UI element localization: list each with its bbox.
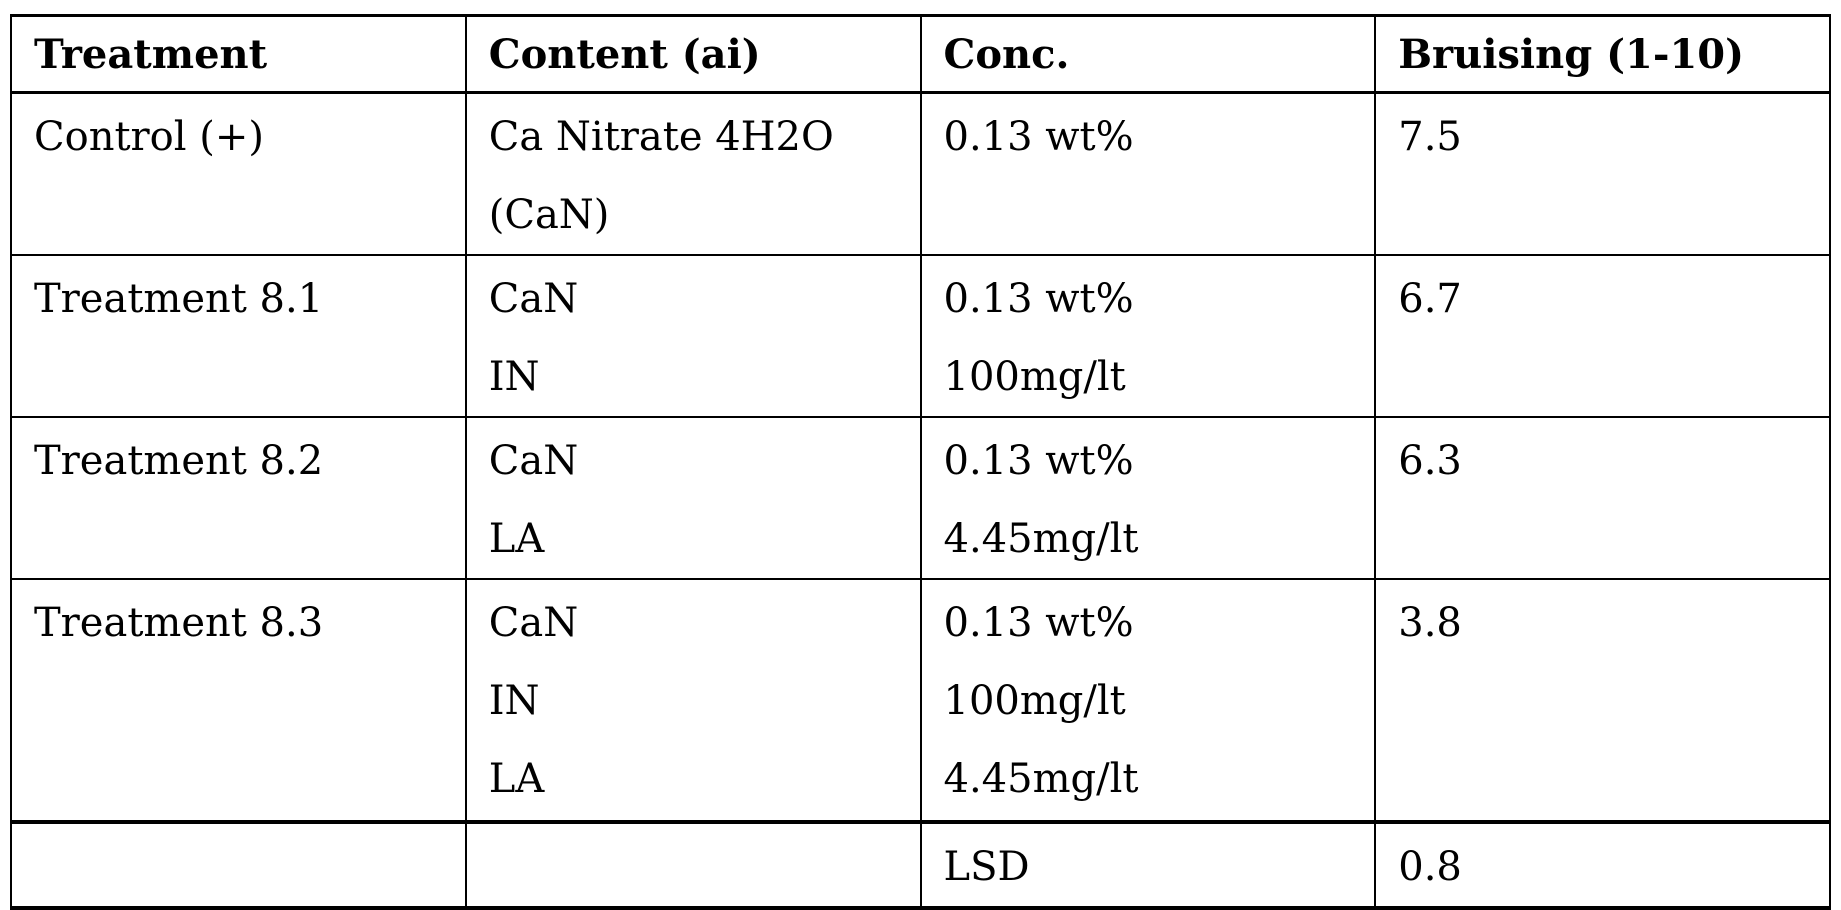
cell-conc: LSD: [919, 820, 1377, 910]
content-line: Ca Nitrate 4H2O: [488, 114, 834, 160]
cell-treatment: Treatment 8.2: [10, 416, 467, 580]
table-row: Treatment 8.3 CaN IN LA 0.13 wt% 100mg/l…: [10, 578, 1831, 823]
lsd-row: LSD 0.8: [10, 820, 1831, 910]
conc-line: 100mg/lt: [943, 354, 1126, 400]
header-content: Content (ai): [464, 14, 922, 94]
cell-bruising: 0.8: [1374, 820, 1831, 910]
cell-conc: 0.13 wt% 100mg/lt: [919, 254, 1377, 418]
content-line: CaN: [488, 276, 579, 322]
conc-line: 100mg/lt: [943, 678, 1126, 724]
table-row: Treatment 8.2 CaN LA 0.13 wt% 4.45mg/lt …: [10, 416, 1831, 580]
content-line: IN: [488, 678, 540, 724]
conc-line: 0.13 wt%: [943, 276, 1134, 322]
content-line: (CaN): [488, 192, 610, 238]
content-line: IN: [488, 354, 540, 400]
cell-content: CaN LA: [464, 416, 922, 580]
cell-treatment: [10, 820, 467, 910]
cell-conc: 0.13 wt% 100mg/lt 4.45mg/lt: [919, 578, 1377, 823]
header-treatment: Treatment: [10, 14, 467, 94]
cell-content: [464, 820, 922, 910]
cell-treatment: Treatment 8.3: [10, 578, 467, 823]
content-line: LA: [488, 516, 545, 562]
cell-conc: 0.13 wt% 4.45mg/lt: [919, 416, 1377, 580]
treatment-table: Treatment Content (ai) Conc. Bruising (1…: [10, 14, 1831, 910]
cell-content: Ca Nitrate 4H2O (CaN): [464, 91, 922, 256]
conc-line: 0.13 wt%: [943, 600, 1134, 646]
conc-line: 4.45mg/lt: [943, 756, 1139, 802]
table-row: Treatment 8.1 CaN IN 0.13 wt% 100mg/lt 6…: [10, 254, 1831, 418]
cell-conc: 0.13 wt%: [919, 91, 1377, 256]
conc-line: 4.45mg/lt: [943, 516, 1139, 562]
cell-bruising: 6.7: [1374, 254, 1831, 418]
content-line: LA: [488, 756, 545, 802]
cell-treatment: Treatment 8.1: [10, 254, 467, 418]
header-bruising: Bruising (1-10): [1374, 14, 1831, 94]
cell-bruising: 3.8: [1374, 578, 1831, 823]
cell-content: CaN IN LA: [464, 578, 922, 823]
conc-line: 0.13 wt%: [943, 438, 1134, 484]
header-conc: Conc.: [919, 14, 1377, 94]
header-row: Treatment Content (ai) Conc. Bruising (1…: [10, 14, 1831, 94]
cell-treatment: Control (+): [10, 91, 467, 256]
cell-bruising: 6.3: [1374, 416, 1831, 580]
conc-line: 0.13 wt%: [943, 114, 1134, 160]
cell-bruising: 7.5: [1374, 91, 1831, 256]
table-row: Control (+) Ca Nitrate 4H2O (CaN) 0.13 w…: [10, 91, 1831, 256]
cell-content: CaN IN: [464, 254, 922, 418]
content-line: CaN: [488, 600, 579, 646]
content-line: CaN: [488, 438, 579, 484]
